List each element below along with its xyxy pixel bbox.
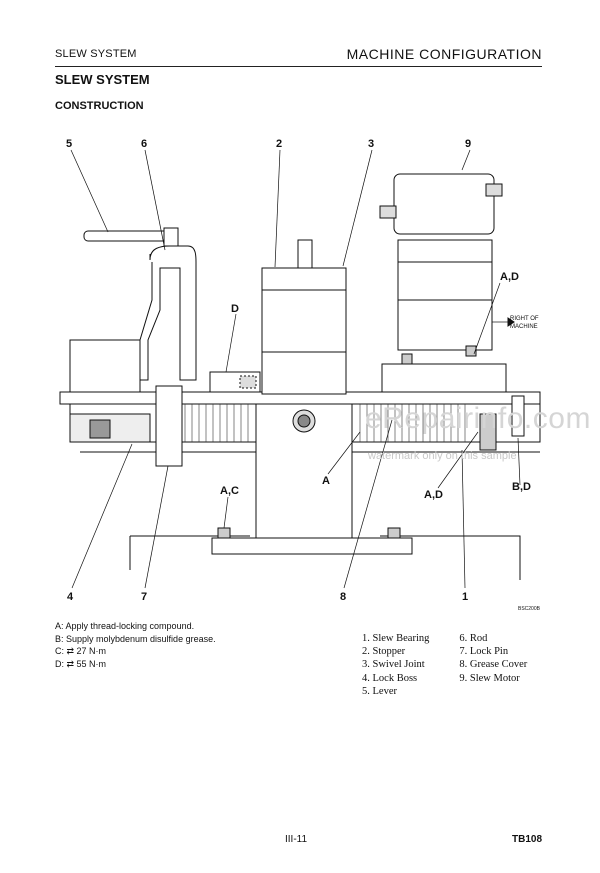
note-d: D: ⇄ 55 N·m	[55, 658, 107, 669]
part-6: 6. Rod	[459, 633, 488, 644]
lever	[83, 230, 171, 242]
part-9: 9. Slew Motor	[459, 672, 520, 684]
part-4: 4. Lock Boss	[362, 672, 418, 684]
watermark-main: eRepairinfo.com	[365, 402, 591, 435]
part-3: 3. Swivel Joint	[362, 659, 425, 671]
pinion	[479, 413, 497, 451]
callout-5: 5	[66, 138, 72, 150]
callout-b-d: B,D	[512, 481, 531, 493]
part-8: 8. Grease Cover	[459, 659, 528, 671]
slew-motor-flange	[381, 363, 507, 393]
rod	[139, 245, 197, 381]
note-c: C: ⇄ 27 N·m	[55, 646, 107, 656]
callout-6: 6	[141, 138, 147, 150]
part-1: 1. Slew Bearing	[362, 633, 430, 644]
bolt-ac	[217, 527, 231, 539]
right-of-machine-line2: MACHINE	[510, 324, 538, 330]
swivel-base	[211, 537, 413, 555]
grease-fitting	[511, 395, 525, 437]
slew-motor-body	[397, 239, 493, 351]
figure-code: BSC200B	[518, 606, 541, 612]
swivel-joint-upper	[261, 267, 347, 395]
document-code: TB108	[511, 834, 542, 845]
callout-8: 8	[340, 591, 346, 603]
notes-list: A: Apply thread-locking compound. B: Sup…	[55, 620, 216, 670]
callout-a-c: A,C	[220, 485, 239, 497]
lock-boss-section	[89, 419, 111, 439]
parts-list: 1. Slew Bearing 6. Rod 2. Stopper 7. Lock …	[362, 632, 557, 698]
callout-9: 9	[465, 138, 471, 150]
callout-3: 3	[368, 138, 374, 150]
part-5: 5. Lever	[362, 685, 397, 697]
callout-4: 4	[67, 591, 74, 603]
note-a: A: Apply thread-locking compound.	[55, 621, 195, 631]
note-b: B: Supply molybdenum disulfide grease.	[55, 633, 216, 644]
callout-a: A	[322, 475, 330, 487]
left-frame	[69, 339, 141, 393]
slew-motor-head	[393, 173, 495, 235]
header-section-name: SLEW SYSTEM	[55, 48, 137, 60]
subsection-title: CONSTRUCTION	[55, 100, 144, 112]
callout-a-d-upper: A,D	[500, 271, 519, 283]
callout-1: 1	[462, 591, 468, 603]
slew-system-drawing: 5 6 2 3 9 D A,D A A,C A,D B,D 4 7 8 1 RI…	[59, 138, 541, 612]
bearing-hatch	[184, 404, 466, 442]
callout-7: 7	[141, 591, 147, 603]
header-rule	[55, 66, 542, 67]
callout-a-d-lower: A,D	[424, 489, 443, 501]
right-arrow-icon	[507, 317, 515, 327]
part-2: 2. Stopper	[362, 646, 406, 658]
callout-2: 2	[276, 138, 282, 150]
watermark-sub: watermark only on this sample	[368, 450, 517, 462]
right-of-machine-line1: RIGHT OF	[510, 316, 539, 322]
callout-d: D	[231, 303, 239, 315]
swivel-fitting	[297, 239, 313, 268]
part-7: 7. Lock Pin	[459, 646, 509, 658]
header-chapter-name: MACHINE CONFIGURATION	[346, 46, 542, 62]
callout-labels: 5 6 2 3 9 D A,D A A,C A,D B,D 4 7 8 1	[66, 138, 531, 603]
lock-pin	[155, 385, 183, 467]
leader-lines	[70, 149, 521, 589]
section-title: SLEW SYSTEM	[55, 72, 150, 87]
page-number: III-11	[285, 834, 308, 845]
